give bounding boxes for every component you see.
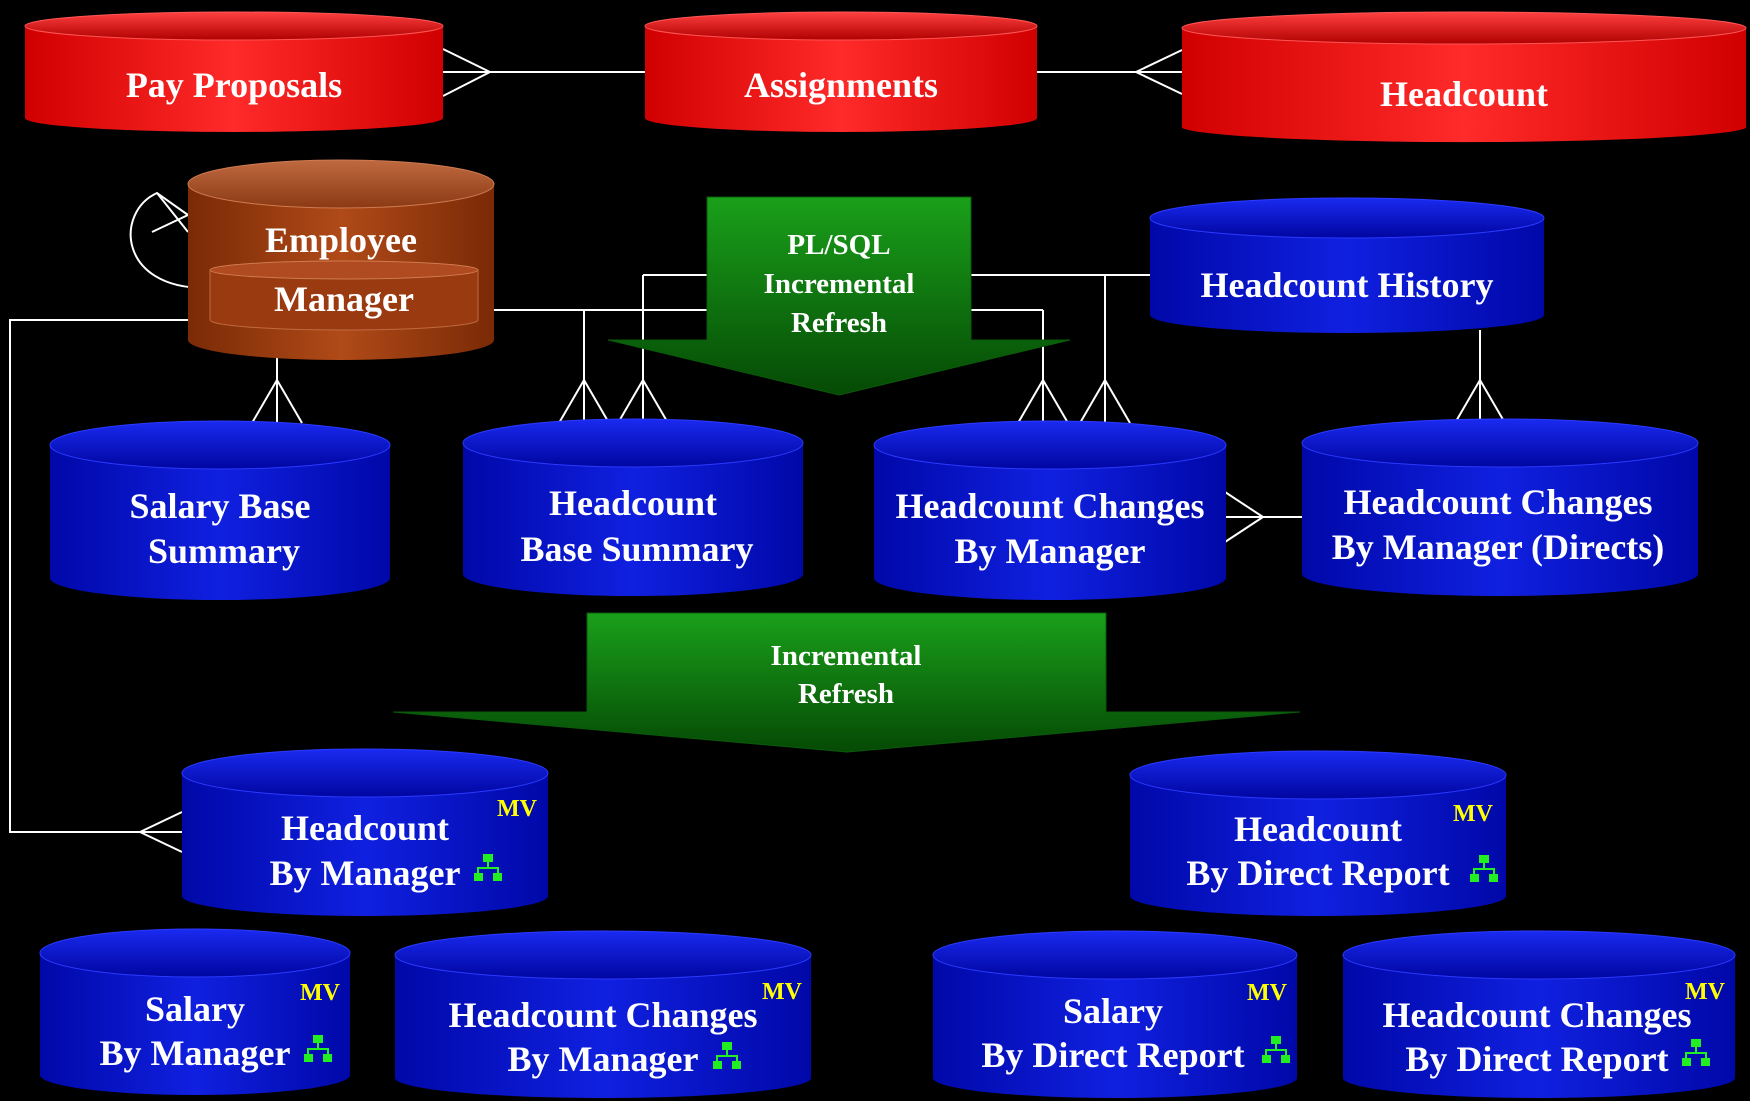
rel-assignments-headcount bbox=[1035, 49, 1183, 95]
entity-label-line-2: By Manager bbox=[100, 1033, 291, 1073]
arrow-label-line-1: PL/SQL bbox=[787, 229, 890, 261]
mv-badge: MV bbox=[762, 979, 803, 1005]
hierarchy-icon bbox=[1682, 1039, 1710, 1066]
mv-headcount-changes-by-manager[interactable]: MV Headcount Changes By Manager bbox=[394, 930, 812, 1098]
mv-headcount-changes-by-direct-report[interactable]: MV Headcount Changes By Direct Report bbox=[1342, 930, 1736, 1098]
entity-label-line-2: By Manager bbox=[508, 1039, 699, 1079]
entity-label-line-1: Headcount Changes bbox=[448, 995, 757, 1035]
mv-headcount-by-manager[interactable]: MV Headcount By Manager bbox=[181, 748, 549, 916]
entity-label-line-2: By Manager bbox=[955, 531, 1146, 571]
hierarchy-icon bbox=[474, 854, 502, 881]
hierarchy-icon bbox=[304, 1035, 332, 1062]
entity-salary-base-summary[interactable]: Salary Base Summary bbox=[49, 420, 391, 600]
entity-label-line-2: By Manager (Directs) bbox=[1332, 527, 1665, 567]
entity-label: Headcount History bbox=[1201, 265, 1494, 305]
entity-label-line-2: By Direct Report bbox=[1186, 853, 1449, 893]
mv-badge: MV bbox=[497, 796, 538, 822]
entity-headcount-history[interactable]: Headcount History bbox=[1149, 197, 1545, 333]
hierarchy-icon bbox=[1470, 855, 1498, 882]
entity-label: Pay Proposals bbox=[126, 65, 342, 105]
rel-manager-hcbymanager bbox=[9, 319, 213, 853]
mv-headcount-by-direct-report[interactable]: MV Headcount By Direct Report bbox=[1129, 750, 1507, 916]
rel-payproposals-assignments bbox=[442, 48, 645, 97]
mv-badge: MV bbox=[1453, 801, 1494, 827]
entity-label: Manager bbox=[274, 279, 414, 319]
plsql-incremental-refresh-arrow: PL/SQL Incremental Refresh bbox=[607, 196, 1071, 396]
entity-headcount-changes-by-manager[interactable]: Headcount Changes By Manager bbox=[873, 420, 1227, 600]
entity-label-line-1: Headcount Changes bbox=[895, 486, 1204, 526]
entity-pay-proposals[interactable]: Pay Proposals bbox=[24, 11, 444, 132]
entity-label-line-2: By Direct Report bbox=[1405, 1039, 1668, 1079]
entity-headcount-base-summary[interactable]: Headcount Base Summary bbox=[462, 418, 804, 596]
entity-label-line-1: Headcount Changes bbox=[1382, 995, 1691, 1035]
entity-label-line-2: Summary bbox=[148, 531, 300, 571]
entity-headcount[interactable]: Headcount bbox=[1181, 11, 1747, 143]
entity-label-line-1: Headcount bbox=[1234, 809, 1402, 849]
mv-badge: MV bbox=[1247, 980, 1288, 1006]
entity-label-line-1: Salary Base bbox=[129, 486, 310, 526]
rel-manager-salarybase bbox=[251, 357, 303, 424]
hierarchy-icon bbox=[713, 1042, 741, 1069]
entity-label-line-2: By Manager bbox=[270, 853, 461, 893]
entity-label-line-1: Salary bbox=[1063, 991, 1163, 1031]
entity-label-line-2: Base Summary bbox=[521, 529, 754, 569]
entity-label: Employee bbox=[265, 220, 417, 260]
mv-salary-by-manager[interactable]: MV Salary By Manager bbox=[39, 928, 351, 1095]
mv-salary-by-direct-report[interactable]: MV Salary By Direct Report bbox=[932, 930, 1298, 1098]
entity-label-line-1: Salary bbox=[145, 989, 245, 1029]
mv-badge: MV bbox=[300, 980, 341, 1006]
entity-label-line-1: Headcount bbox=[281, 808, 449, 848]
rel-history-directs bbox=[1454, 330, 1506, 424]
mv-badge: MV bbox=[1685, 979, 1726, 1005]
arrow-label-line-2: Refresh bbox=[798, 678, 894, 710]
arrow-label-line-1: Incremental bbox=[771, 640, 922, 672]
incremental-refresh-arrow: Incremental Refresh bbox=[392, 612, 1301, 753]
entity-label-line-1: Headcount Changes bbox=[1343, 482, 1652, 522]
arrow-label-line-2: Incremental bbox=[764, 268, 915, 300]
arrow-label-line-3: Refresh bbox=[791, 307, 887, 339]
entity-assignments[interactable]: Assignments bbox=[644, 11, 1038, 132]
entity-headcount-changes-by-manager-directs[interactable]: Headcount Changes By Manager (Directs) bbox=[1301, 418, 1699, 596]
entity-manager[interactable]: Manager bbox=[209, 260, 479, 331]
rel-employee-self bbox=[129, 191, 206, 289]
rel-changes-directs bbox=[1224, 491, 1302, 543]
entity-label-line-1: Headcount bbox=[549, 483, 717, 523]
entity-label-line-2: By Direct Report bbox=[981, 1035, 1244, 1075]
hierarchy-icon bbox=[1262, 1036, 1290, 1063]
entity-label: Headcount bbox=[1380, 74, 1548, 114]
entity-label: Assignments bbox=[744, 65, 938, 105]
